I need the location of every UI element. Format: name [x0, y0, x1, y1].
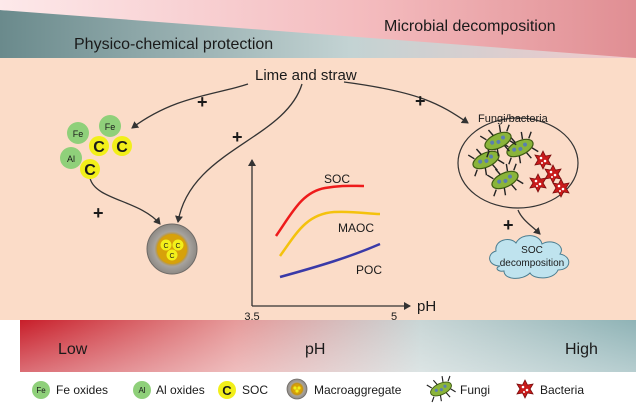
- macroaggregate: C C C: [146, 223, 198, 275]
- soc-curve: [274, 184, 365, 237]
- fungi-bacteria-label: Fungi/bacteria: [478, 113, 549, 125]
- plus-sign-minerals: +: [197, 92, 208, 112]
- al-icon: [133, 381, 151, 399]
- microbial-community: Fungi/bacteria: [457, 113, 579, 209]
- legend: Fe Fe oxides Al Al oxides C SOC Macroagg…: [32, 372, 584, 406]
- soc-icon: [80, 159, 100, 179]
- fe-oxide-icon: [99, 115, 121, 137]
- al-oxide-icon: [60, 147, 82, 169]
- legend-glyph: C: [222, 383, 232, 398]
- arrow-source-to-minerals: [131, 83, 249, 129]
- poc-line: [279, 242, 381, 279]
- soc-label: C: [93, 139, 105, 156]
- legend-label: Al oxides: [156, 383, 205, 397]
- series-label: MAOC: [338, 221, 374, 235]
- soc-decomposition-word-1: SOC: [521, 245, 543, 256]
- macroaggregate-icon: [286, 378, 308, 400]
- soc-decomposition-word-2: decomposition: [500, 258, 564, 269]
- series-label: SOC: [324, 172, 350, 186]
- soc-icon: [112, 136, 132, 156]
- soc-icon: [89, 136, 109, 156]
- top-banner: Microbial decomposition Physico-chemical…: [0, 0, 636, 58]
- lime-and-straw-label: Lime and straw: [255, 67, 357, 84]
- physico-chemical-protection-label: Physico-chemical protection: [74, 36, 273, 53]
- arrows: [89, 81, 541, 235]
- plus-sign-aggregate: +: [232, 127, 243, 147]
- ph-low-label: Low: [58, 341, 88, 358]
- soc-label: C: [169, 253, 174, 260]
- al-label: Al: [67, 154, 75, 164]
- arrow-microbes-to-decomposition: [517, 209, 541, 235]
- ph-trend-chart: SOC MAOC POC 3.5 5 pH: [244, 159, 436, 323]
- microbial-decomposition-label: Microbial decomposition: [384, 18, 556, 35]
- x-axis-label: pH: [417, 298, 436, 315]
- fe-label: Fe: [73, 129, 84, 139]
- soc-label: C: [116, 139, 128, 156]
- legend-label: Fe oxides: [56, 383, 108, 397]
- soc-label: C: [175, 243, 180, 250]
- ph-gradient-bar: Low pH High: [20, 320, 636, 372]
- plus-sign-decomposition: +: [503, 215, 514, 235]
- soc-decomposition-cloud: SOC decomposition: [489, 235, 570, 279]
- arrow-source-to-microbes: [343, 81, 469, 124]
- arrow-source-to-aggregate: [175, 83, 303, 223]
- series-label: POC: [356, 263, 382, 277]
- legend-label: Bacteria: [540, 383, 584, 397]
- ph-mid-label: pH: [305, 341, 325, 358]
- fungi-icon: [423, 372, 459, 406]
- legend-glyph: Al: [138, 386, 145, 395]
- fe-oxide-icon: [67, 122, 89, 144]
- bacteria-icon: [516, 379, 534, 399]
- x-tick-label: 5: [391, 311, 397, 323]
- soc-label: C: [163, 243, 168, 250]
- arrow-minerals-to-aggregate: [89, 177, 161, 225]
- plus-sign-microbes: +: [415, 91, 426, 111]
- fe-icon: [32, 381, 50, 399]
- legend-label: Fungi: [460, 383, 490, 397]
- plus-sign-binding: +: [93, 203, 104, 223]
- legend-label: SOC: [242, 383, 268, 397]
- maoc-curve: [278, 210, 381, 257]
- legend-glyph: Fe: [36, 386, 46, 395]
- mineral-soc-cluster: Fe Fe Al C C C: [60, 115, 132, 179]
- ph-high-label: High: [565, 341, 598, 358]
- soc-label: C: [84, 162, 96, 179]
- legend-label: Macroaggregate: [314, 383, 402, 397]
- fe-label: Fe: [105, 122, 116, 132]
- soc-icon: [218, 381, 236, 399]
